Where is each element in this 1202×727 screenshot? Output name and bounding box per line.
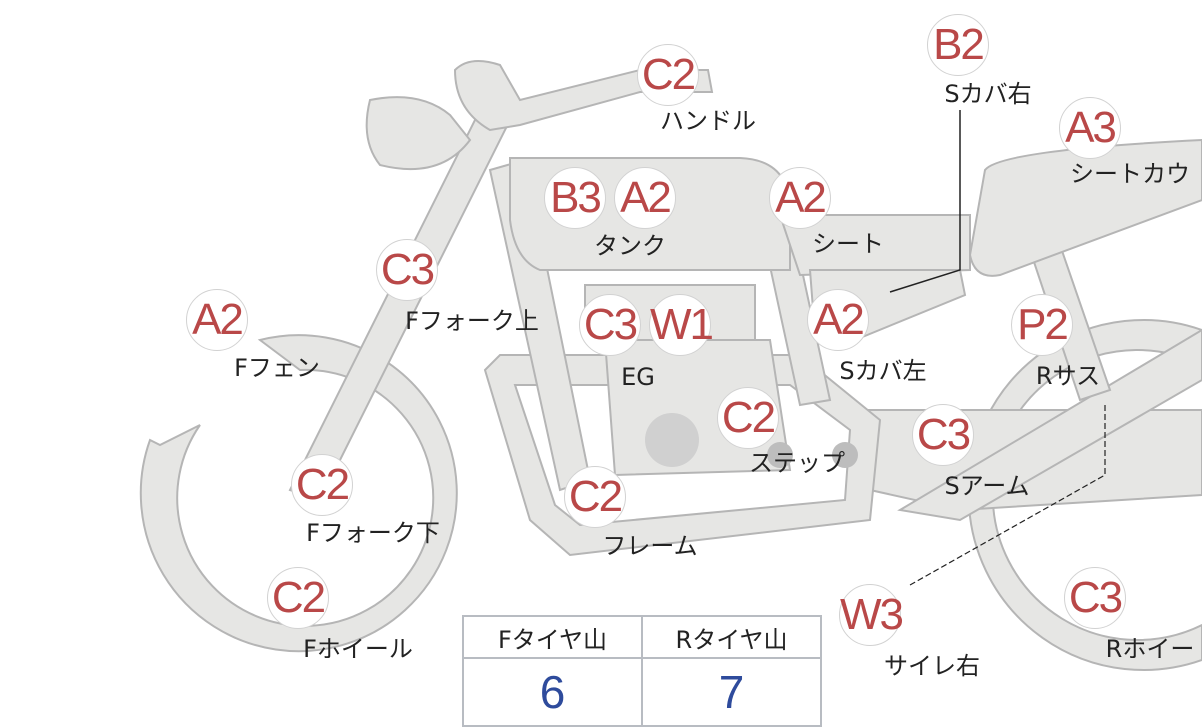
rear-frame-shape [897, 328, 1202, 522]
label-engine: EG [621, 363, 655, 391]
grade-badge-seat-cowl: A3 [1059, 97, 1121, 159]
grade-badge-handlebar: C2 [637, 44, 699, 106]
label-side-cover-left: Sカバ左 [839, 357, 927, 385]
label-tank: タンク [594, 232, 666, 260]
rear-tire-value: 7 [641, 657, 822, 727]
rear-tire-header: Rタイヤ山 [641, 615, 822, 659]
grade-badge-front-fender: A2 [186, 289, 248, 351]
grade-badge-fork-lower: C2 [291, 454, 353, 516]
label-seat: シート [812, 230, 884, 258]
label-front-wheel: Fホイール [303, 635, 413, 663]
grade-badge-rear-wheel: C3 [1064, 567, 1126, 629]
grade-badge-step: C2 [717, 387, 779, 449]
label-seat-cowl: シートカウ [1070, 160, 1190, 188]
grade-badge-side-cover-right: B2 [927, 14, 989, 76]
label-muffler-right: サイレ右 [884, 652, 980, 680]
grade-badge-tank-2: A2 [614, 167, 676, 229]
front-wheel-shape [139, 334, 458, 653]
grade-badge-side-cover-left: A2 [807, 289, 869, 351]
label-handlebar: ハンドル [660, 107, 756, 135]
grade-badge-tank: B3 [544, 167, 606, 229]
grade-badge-seat: A2 [769, 167, 831, 229]
label-rear-suspension: Rサス [1035, 362, 1101, 390]
label-front-fender: Fフェン [234, 354, 320, 382]
grade-badge-frame: C2 [564, 466, 626, 528]
label-side-cover-right: Sカバ右 [944, 80, 1032, 108]
front-tire-header: Fタイヤ山 [462, 615, 643, 659]
headlight-shape [365, 96, 472, 171]
grade-badge-rear-suspension: P2 [1011, 294, 1073, 356]
label-fork-lower: Fフォーク下 [306, 519, 440, 547]
grade-badge-swing-arm: C3 [912, 404, 974, 466]
seat-shape [778, 214, 971, 277]
grade-badge-engine-2: W1 [649, 294, 714, 356]
grade-badge-muffler-right: W3 [839, 584, 904, 646]
grade-badge-engine: C3 [579, 294, 641, 356]
tire-tread-table: Fタイヤ山 Rタイヤ山 6 7 [462, 615, 822, 727]
label-rear-wheel: Rホイー [1105, 635, 1195, 663]
front-tire-value: 6 [462, 657, 643, 727]
label-step: ステップ [749, 449, 845, 477]
label-swing-arm: Sアーム [944, 472, 1030, 500]
label-fork-upper: Fフォーク上 [405, 307, 539, 335]
label-frame: フレーム [602, 532, 698, 560]
grade-badge-front-wheel: C2 [267, 567, 329, 629]
seat-cowl-shape [968, 138, 1202, 277]
grade-badge-fork-upper: C3 [376, 239, 438, 301]
